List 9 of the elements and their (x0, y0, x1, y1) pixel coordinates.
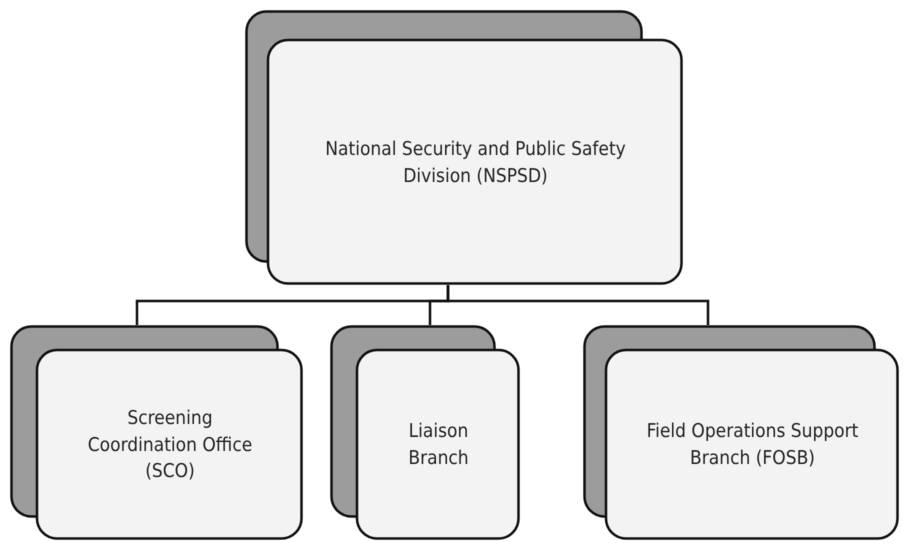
org-chart-box (10, 325, 303, 540)
org-chart-box (245, 10, 683, 285)
connector-line (446, 285, 710, 325)
box-label: Liaison Branch (407, 419, 470, 471)
box-label: Field Operations Support Branch (FOSB) (646, 419, 860, 471)
box-label: Screening Coordination Office (SCO) (86, 406, 254, 484)
org-chart-box (583, 325, 899, 540)
org-chart-box (330, 325, 520, 540)
box-label: National Security and Public Safety Division (NSPSD) (324, 136, 627, 188)
